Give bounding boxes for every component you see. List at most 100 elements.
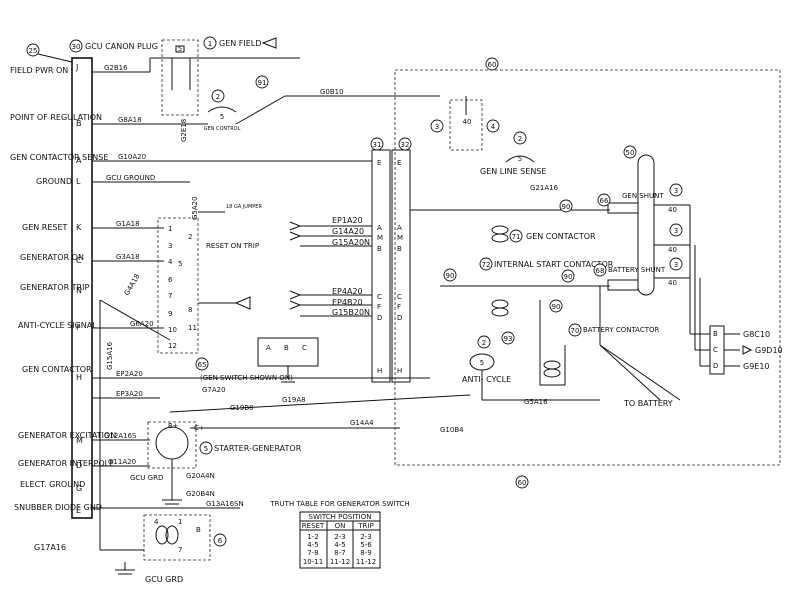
callout-72: 72 xyxy=(482,261,491,269)
truth-table-cell: 8-7 xyxy=(334,549,345,557)
switch-pin: 12 xyxy=(168,342,177,350)
gcu-canon-plug-label: GCU CANON PLUG xyxy=(85,42,158,51)
wire-label: GCU GRD xyxy=(130,474,163,482)
truth-table-header: SWITCH POSITION xyxy=(309,513,372,521)
gcu-pin-letter: H xyxy=(76,373,82,382)
gcu-pin-letter: F xyxy=(76,323,81,332)
connector-pin: B xyxy=(713,330,718,338)
gcu-grd-label: GCU GRD xyxy=(145,575,183,584)
wire-label: G20A4N xyxy=(186,472,215,480)
switch-pin: 5 xyxy=(178,260,182,268)
gcu-pin-name: ELECT. GROUND xyxy=(20,480,85,489)
connector-pin: D xyxy=(713,362,718,370)
lower-switch: 4 1 B 7 6 GCU GRD G17A16 xyxy=(34,514,227,584)
callout-65: 65 xyxy=(198,361,207,369)
gcu-pin-letter: J xyxy=(75,63,78,72)
breaker-rating: 5 xyxy=(178,45,182,53)
gcu-pin-name: POINT OF REGULATION xyxy=(10,113,102,122)
switch-pin: 7 xyxy=(178,546,182,554)
wire-label: EP4A20 xyxy=(332,287,363,296)
anti-cycle-label: ANTI- CYCLE xyxy=(462,375,511,384)
connector-pin: C xyxy=(713,346,718,354)
gcu-pin-letter: C xyxy=(76,256,82,265)
callout-3: 3 xyxy=(674,227,678,235)
starter-generator: B+ C+ 5 STARTER-GENERATOR xyxy=(147,421,302,505)
g17a16-label: G17A16 xyxy=(34,543,66,552)
switch-pin: 1 xyxy=(168,225,172,233)
breaker-rating: 5 xyxy=(480,359,484,367)
callout-66: 66 xyxy=(600,197,609,205)
gcu-pin-name: FIELD PWR ON xyxy=(10,66,68,75)
callout-2: 2 xyxy=(482,339,486,347)
switch-pin: B xyxy=(196,526,201,534)
wire-label: G15A20N xyxy=(332,238,370,247)
gcu-pin-name: ANTI-CYCLE SIGNAL xyxy=(18,321,97,330)
truth-table-cell: 5-6 xyxy=(360,541,372,549)
callout-70: 70 xyxy=(571,327,580,335)
connector-pin: E xyxy=(397,159,401,167)
generator-switch: 1 2 3 4 5 6 7 8 9 10 11 12 RESET ON TRIP… xyxy=(157,204,293,382)
switch-pin: 4 xyxy=(168,258,173,266)
callout-90: 90 xyxy=(552,303,561,311)
gcu-pin-name: GENERATOR INTERPOLE xyxy=(18,459,114,468)
gcu-pin-name: GROUND xyxy=(36,177,72,186)
starter-terminal: B+ xyxy=(168,422,179,430)
gcu-pin-name: GENERATOR EXCITATION xyxy=(18,431,116,440)
wire-label: G10A20 xyxy=(118,153,146,161)
callout-60: 60 xyxy=(518,479,527,487)
switch-pin: 10 xyxy=(168,326,177,334)
gcu-pin-name: SNUBBER DIODE GND xyxy=(14,503,102,512)
callout-90: 90 xyxy=(564,273,573,281)
connector-pin: A xyxy=(266,344,271,352)
gcu-pin-letter: M xyxy=(76,436,83,445)
connector-pin: F xyxy=(397,303,401,311)
wire-label: G5A16 xyxy=(524,398,548,406)
truth-table-col: TRIP xyxy=(357,522,373,530)
gcu-pin-letter: A xyxy=(76,156,82,165)
gcu-pin-letter: D xyxy=(76,461,82,470)
gen-field-area: 30 GCU CANON PLUG 1 GEN FIELD 5 G2B16 91 xyxy=(69,36,300,116)
truth-table-cell: 11-12 xyxy=(356,558,376,566)
gcu-box: 25 xyxy=(26,43,93,519)
connector-pin: A xyxy=(397,224,402,232)
gen-control-label: GEN CONTROL xyxy=(204,126,241,132)
gcu-pin-letter: K xyxy=(76,223,82,232)
connector-pin: D xyxy=(377,314,382,322)
gcu-pin-name: GEN CONTACTOR SENSE xyxy=(10,153,108,162)
callout-25: 25 xyxy=(29,47,38,55)
gen-contactor-label: GEN CONTACTOR xyxy=(526,232,596,241)
truth-table-title: TRUTH TABLE FOR GENERATOR SWITCH xyxy=(269,500,409,508)
gcu-pin-letter: E xyxy=(76,506,81,515)
wire-label: EP3A20 xyxy=(116,390,143,398)
connector-pin: C xyxy=(397,293,402,301)
gcu-pin-letter: B xyxy=(76,119,82,128)
callout-50: 50 xyxy=(626,149,635,157)
contactor-box-boundary xyxy=(394,69,781,466)
gen-control-breaker: 2 5 GEN CONTROL G8A18 G0B10 G2E18 xyxy=(92,88,440,142)
wire-label: G8C10 xyxy=(743,330,770,339)
connector-pin: H xyxy=(377,367,382,375)
connector-31-32: 31 32 E A M B C F D H E A M B C F D H EP… xyxy=(289,137,412,383)
truth-table-cell: 2-3 xyxy=(360,533,371,541)
truth-table-col: RESET xyxy=(302,522,325,530)
wire-label: EP1A20 xyxy=(332,216,363,225)
connector-pin: B xyxy=(397,245,402,253)
connector-pin: B xyxy=(377,245,382,253)
fuse-rating: 40 xyxy=(668,206,677,214)
wire-label: G2B16 xyxy=(104,64,128,72)
connector-pin: B xyxy=(284,344,289,352)
switch-pin: 6 xyxy=(168,276,173,284)
anti-cycle-breaker: 2 5 ANTI- CYCLE xyxy=(462,335,600,401)
wire-label: G0B10 xyxy=(320,88,344,96)
callout-2: 2 xyxy=(216,93,220,101)
callout-91: 91 xyxy=(258,79,267,87)
wire-label: G10B4 xyxy=(440,426,464,434)
truth-table-col: ON xyxy=(335,522,346,530)
connector-pin: F xyxy=(377,303,381,311)
switch-pin: 4 xyxy=(154,518,159,526)
battery-contactor: 70 BATTERY CONTACTOR 93 TO BATTERY G5A16 xyxy=(501,286,681,408)
wire-label: GCU GROUND xyxy=(106,174,155,182)
wire-label: G14A20 xyxy=(332,227,364,236)
callout-1: 1 xyxy=(208,40,212,48)
